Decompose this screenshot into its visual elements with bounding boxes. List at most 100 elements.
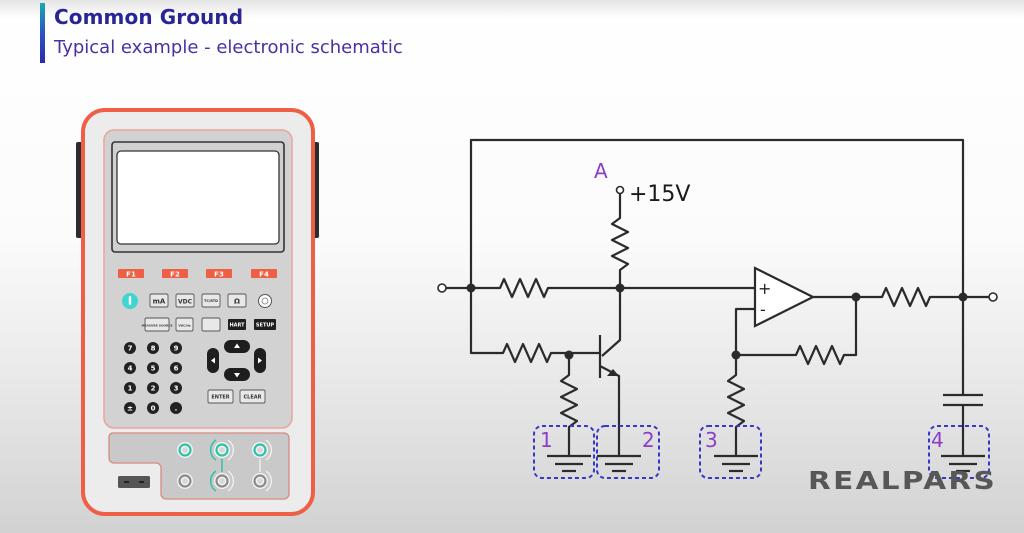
key-clear[interactable]: CLEAR [239,389,266,404]
svg-text:HART: HART [229,323,245,329]
backlight-button[interactable] [258,294,272,308]
function-key-f3[interactable]: F3 [206,269,232,279]
title-accent-bar [40,3,45,63]
supply-voltage-label: +15V [629,182,690,207]
resistor-base [469,288,600,364]
input-terminal[interactable] [437,283,447,293]
power-button[interactable] [122,293,138,309]
numpad-key[interactable]: ± [124,402,136,414]
test-jack[interactable] [252,442,268,458]
numpad-key-label: 1 [128,385,133,393]
ground-icon [547,454,591,473]
numpad-key-label: 4 [128,365,133,373]
numpad-key[interactable]: 0 [147,402,159,414]
numpad-key-label: 8 [151,345,156,353]
node-label-a: A [594,159,608,183]
ground-label-4: 4 [931,428,944,452]
resistor-base-ground [559,355,579,456]
key-vdc-hz[interactable]: VDC/Hz [175,317,194,332]
numpad-key[interactable]: 1 [124,382,136,394]
numpad-key[interactable]: 3 [170,382,182,394]
key-measure-source[interactable]: MEASURE SOURCE [141,317,173,332]
numpad-key[interactable]: . [170,402,182,414]
top-feedback-wire [469,138,965,298]
key-ma[interactable]: mA [149,293,169,308]
opamp-plus-label: + [758,279,771,298]
numpad-key-label: ± [127,405,133,413]
resistor-r1 [471,277,755,299]
svg-text:F2: F2 [170,271,180,279]
key-ohm[interactable]: Ω [227,293,247,308]
test-jack[interactable] [214,442,230,458]
page-title: Common Ground [54,5,244,29]
svg-text:ENTER: ENTER [211,395,229,401]
svg-text:CLEAR: CLEAR [244,395,262,401]
numpad-key[interactable]: 8 [147,342,159,354]
jacks [177,439,272,492]
numpad-key[interactable]: 9 [170,342,182,354]
ground-box-3 [699,425,762,479]
numpad-key[interactable]: 6 [170,362,182,374]
ground-label-3: 3 [705,428,718,452]
numpad-key-label: . [175,405,178,413]
test-jack[interactable] [177,473,193,489]
numpad-key[interactable]: 5 [147,362,159,374]
key-enter[interactable]: ENTER [207,389,234,404]
test-jack[interactable] [214,473,230,489]
key-hart[interactable]: HART [228,319,246,330]
collector-wire [601,288,622,357]
numpad-key-label: 6 [174,365,179,373]
svg-text:F1: F1 [126,271,136,279]
function-key-f2[interactable]: F2 [162,269,188,279]
numpad-key[interactable]: 4 [124,362,136,374]
function-key-f1[interactable]: F1 [118,269,144,279]
svg-text:VDC/Hz: VDC/Hz [178,324,191,328]
jack-panel [108,432,290,500]
numpad-key[interactable]: 7 [124,342,136,354]
function-key-f4[interactable]: F4 [251,269,277,279]
svg-text:VDC: VDC [178,299,193,306]
svg-text:SETUP: SETUP [256,323,274,329]
numpad-key[interactable]: 2 [147,382,159,394]
resistor-inverting-ground [726,355,746,456]
svg-text:F3: F3 [214,271,224,279]
test-jack[interactable] [177,442,193,458]
arrow-up-icon [234,343,240,348]
resistor-collector [610,194,630,288]
svg-text:TC/RTD: TC/RTD [204,299,218,303]
test-jack[interactable] [252,473,268,489]
emitter-wire [599,365,621,456]
opamp [753,266,816,328]
ground-icon [714,454,758,473]
numpad-key-label: 7 [128,345,133,353]
numpad-key-label: 9 [174,345,179,353]
numpad-key-label: 3 [174,385,179,393]
ground-icon [597,454,641,473]
key-tc-rtd[interactable]: TC/RTD [201,293,221,308]
key-setup[interactable]: SETUP [254,319,276,330]
key-blank[interactable] [201,317,221,332]
svg-text:F4: F4 [259,271,269,279]
page-subtitle: Typical example - electronic schematic [54,37,403,58]
key-vdc[interactable]: VDC [175,293,195,308]
ground-box-4 [928,425,990,479]
nav-cluster [207,340,266,381]
output-terminal[interactable] [988,292,998,302]
backlight-icon [258,294,272,308]
inverting-input-wire [734,307,755,355]
numpad-key-label: 0 [151,405,156,413]
top-fade [0,0,1024,18]
emitter-arrow-icon [607,369,619,376]
ground-label-2: 2 [642,428,655,452]
ground-box-1 [533,425,595,479]
svg-text:Ω: Ω [234,298,240,306]
opamp-minus-label: - [760,300,766,319]
display-screen [116,150,280,245]
arrow-left-icon [211,357,215,364]
numpad-key-label: 2 [151,385,156,393]
ground-icon [941,454,985,473]
supply-terminal[interactable] [615,185,625,195]
ground-label-1: 1 [540,428,553,452]
